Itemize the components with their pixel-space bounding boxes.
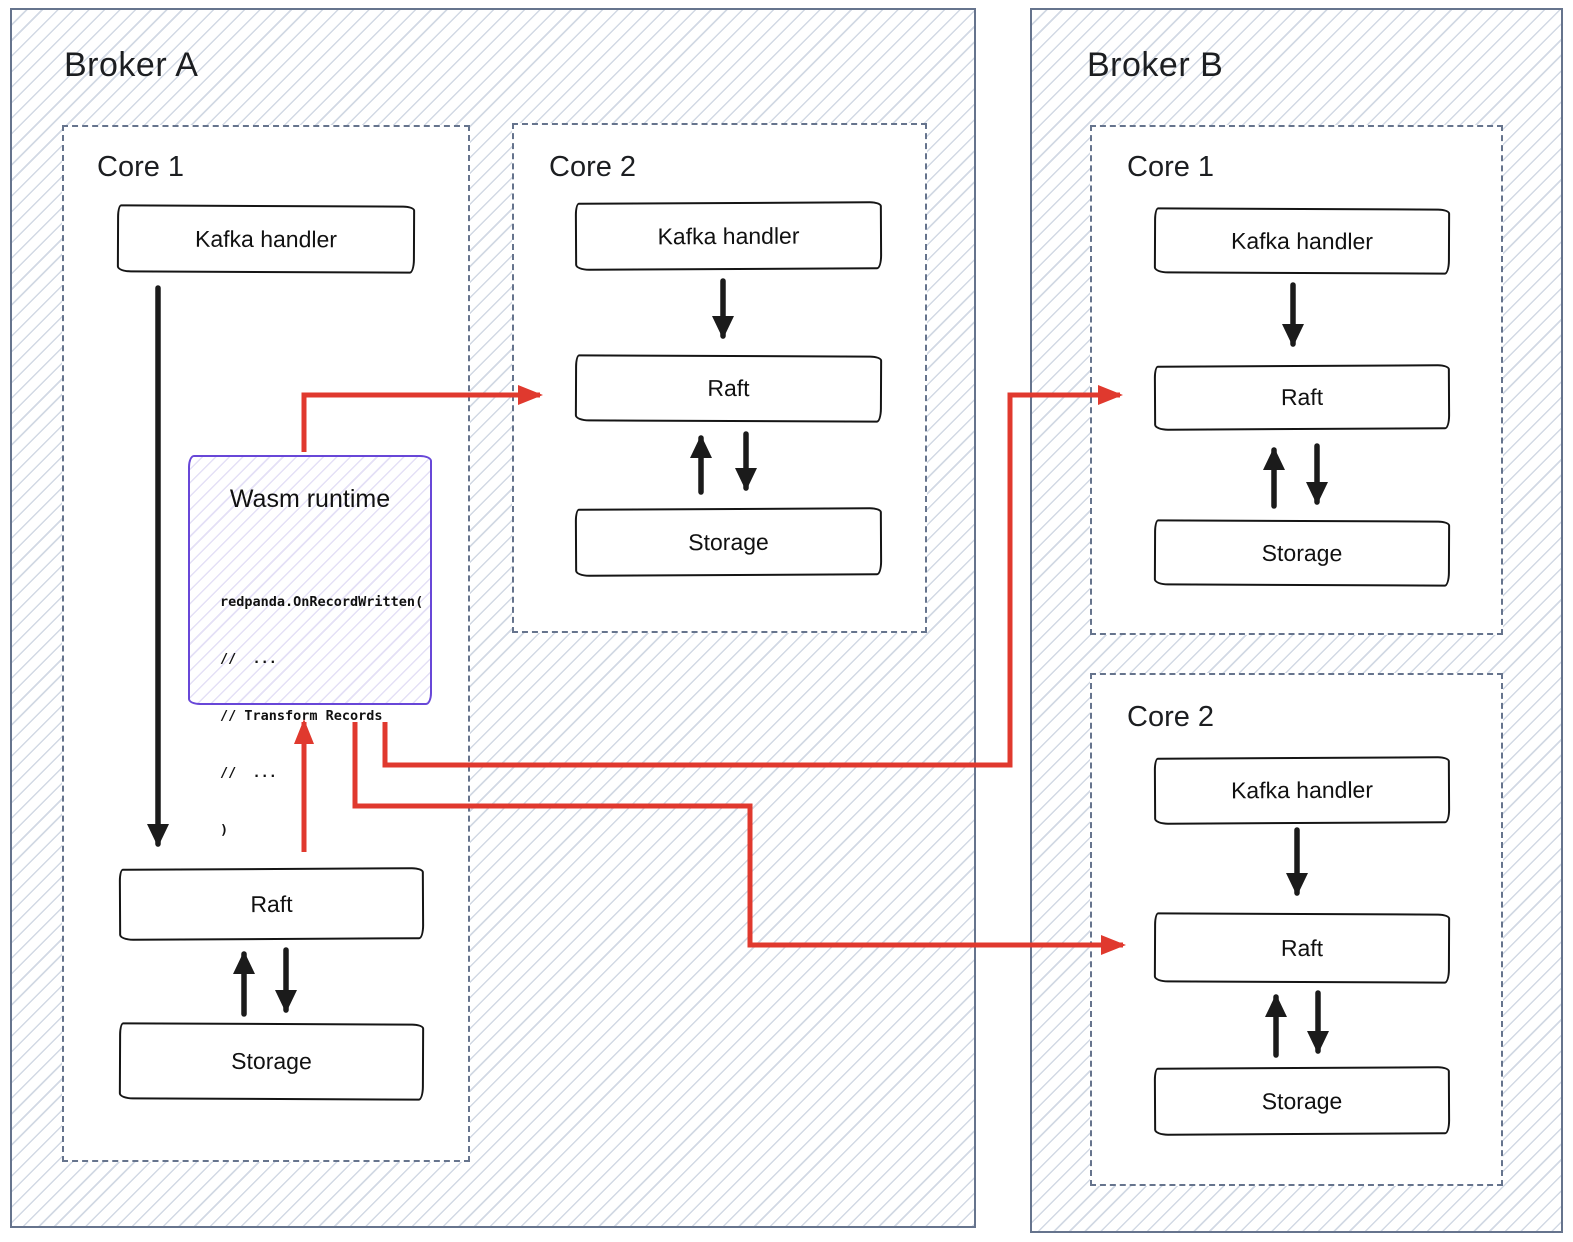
kafka-handler-box: Kafka handler — [116, 204, 416, 274]
raft-label: Raft — [1280, 934, 1324, 961]
storage-label: Storage — [231, 1047, 312, 1075]
kafka-handler-box: Kafka handler — [1153, 207, 1451, 275]
kafka-handler-box: Kafka handler — [574, 201, 883, 271]
raft-box: Raft — [118, 867, 425, 941]
kafka-handler-label: Kafka handler — [1230, 227, 1374, 254]
kafka-handler-label: Kafka handler — [194, 225, 338, 252]
broker-b-title: Broker B — [1087, 46, 1224, 84]
storage-box: Storage — [118, 1022, 425, 1101]
raft-box: Raft — [1153, 364, 1451, 431]
broker-a-core-2-box: Core 2 Kafka handler Raft Storage — [512, 123, 927, 633]
kafka-handler-box: Kafka handler — [1153, 756, 1451, 825]
kafka-handler-label: Kafka handler — [1230, 776, 1374, 804]
code-line: redpanda.OnRecordWritten( — [220, 594, 424, 610]
broker-a-title: Broker A — [64, 46, 199, 84]
broker-b-core-2-box: Core 2 Kafka handler Raft Storage — [1090, 673, 1503, 1186]
broker-a-core-2-title: Core 2 — [549, 151, 637, 183]
code-line: // ... — [220, 651, 277, 667]
broker-b-core-1-title: Core 1 — [1127, 151, 1215, 183]
broker-b-core-2-title: Core 2 — [1127, 701, 1215, 733]
storage-label: Storage — [1261, 539, 1343, 566]
broker-b-core-1-box: Core 1 Kafka handler Raft Storage — [1090, 125, 1503, 635]
storage-box: Storage — [1153, 1066, 1451, 1136]
storage-box: Storage — [1153, 519, 1451, 587]
code-line: // Transform Records — [220, 708, 383, 724]
storage-label: Storage — [1261, 1087, 1343, 1114]
code-snippet: redpanda.OnRecordWritten( // ... // Tran… — [220, 555, 423, 878]
broker-a-core-1-title: Core 1 — [97, 151, 185, 183]
wasm-runtime-box: Wasm runtime redpanda.OnRecordWritten( /… — [188, 455, 432, 838]
raft-box: Raft — [1153, 912, 1451, 984]
wasm-runtime-title: Wasm runtime — [229, 485, 391, 513]
raft-label: Raft — [1280, 383, 1324, 411]
code-line: // ... — [220, 765, 277, 781]
storage-box: Storage — [574, 507, 883, 577]
raft-box: Raft — [574, 354, 883, 423]
storage-label: Storage — [688, 528, 769, 555]
code-line: ) — [220, 822, 229, 838]
raft-label: Raft — [250, 890, 293, 917]
kafka-handler-label: Kafka handler — [657, 222, 800, 249]
raft-label: Raft — [707, 374, 750, 402]
